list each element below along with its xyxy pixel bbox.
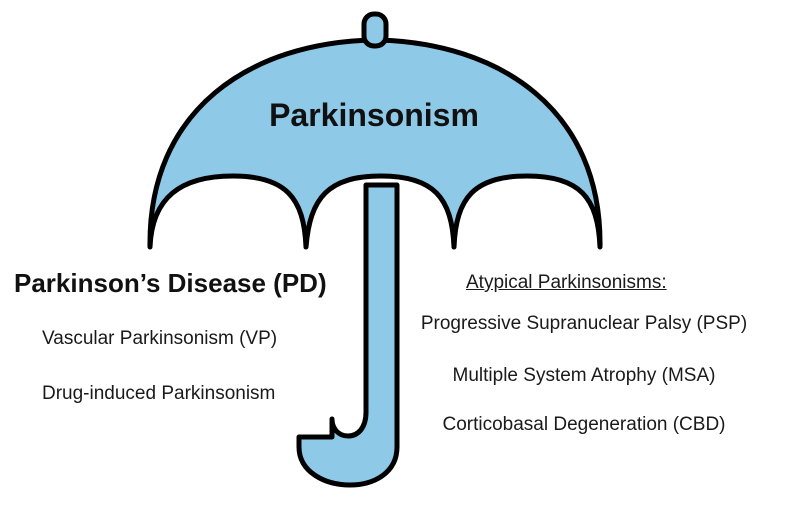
pd-heading: Parkinson’s Disease (PD) xyxy=(14,268,327,298)
umbrella-shaft xyxy=(296,182,400,488)
left-item-drug-induced: Drug-induced Parkinsonism xyxy=(42,383,276,404)
umbrella-tip xyxy=(361,11,389,49)
left-item-vascular: Vascular Parkinsonism (VP) xyxy=(42,328,278,349)
right-item-psp: Progressive Supranuclear Palsy (PSP) xyxy=(420,313,748,334)
right-item-cbd: Corticobasal Degeneration (CBD) xyxy=(442,414,726,435)
right-item-msa: Multiple System Atrophy (MSA) xyxy=(452,365,716,386)
diagram-title: Parkinsonism xyxy=(269,97,479,133)
atypical-heading: Atypical Parkinsonisms: xyxy=(466,272,667,293)
